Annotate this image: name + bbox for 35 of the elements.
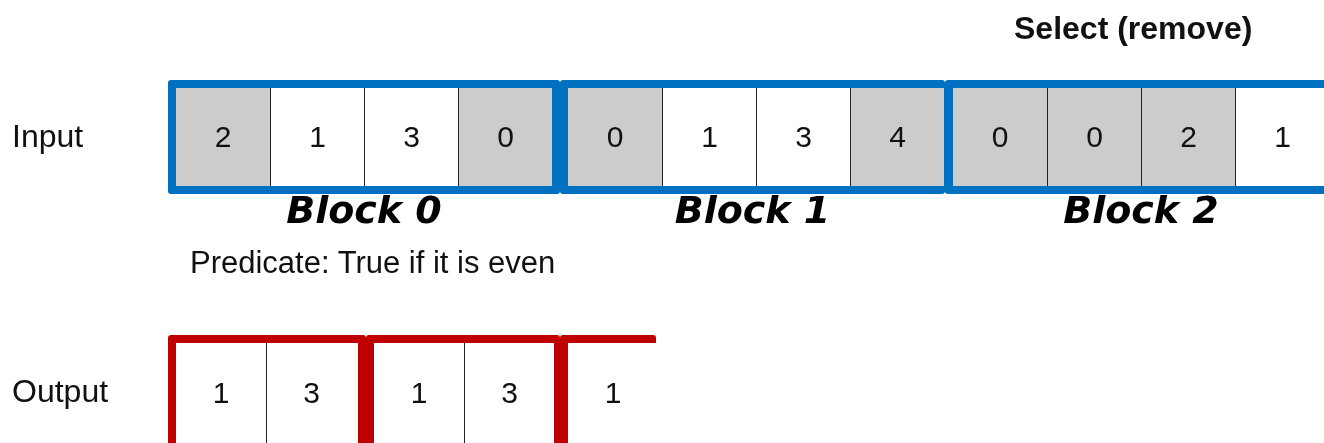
cell-value: 0 (497, 120, 514, 154)
block-label: Block 2 (1062, 188, 1220, 232)
cell-value: 2 (1180, 120, 1197, 154)
shaded-array-cell (568, 88, 662, 186)
cell-value: 0 (1086, 120, 1103, 154)
block-frame (366, 335, 560, 443)
cell-value: 1 (212, 376, 230, 410)
shaded-array-cell (176, 88, 270, 186)
cell-value: 3 (403, 120, 420, 154)
cell-value: 2 (214, 120, 232, 154)
block-frame (168, 335, 366, 443)
block-label: Block 0 (285, 188, 443, 232)
cell-value: 1 (701, 120, 718, 154)
cell-value: 0 (991, 120, 1009, 154)
cell-value: 1 (309, 120, 326, 154)
row-label: Output (12, 373, 109, 410)
cell-value: 3 (303, 376, 320, 410)
block-frame (560, 335, 656, 443)
section-title: Select (remove) (1014, 10, 1253, 47)
shaded-array-cell (1141, 88, 1235, 186)
shaded-array-cell (458, 88, 552, 186)
cell-value: 1 (1274, 120, 1291, 154)
cell-value: 4 (889, 120, 906, 154)
cell-value: 3 (501, 376, 518, 410)
block-label: Block 1 (673, 188, 832, 232)
shaded-array-cell (953, 88, 1047, 186)
cell-value: 0 (606, 120, 624, 154)
array-cell (464, 343, 554, 443)
predicate-note: Predicate: True if it is even (190, 245, 556, 281)
shaded-array-cell (850, 88, 944, 186)
shaded-array-cell (1047, 88, 1141, 186)
row-label: Input (12, 118, 84, 155)
cell-value: 1 (604, 376, 622, 410)
cell-value: 3 (795, 120, 812, 154)
cell-value: 1 (410, 376, 428, 410)
